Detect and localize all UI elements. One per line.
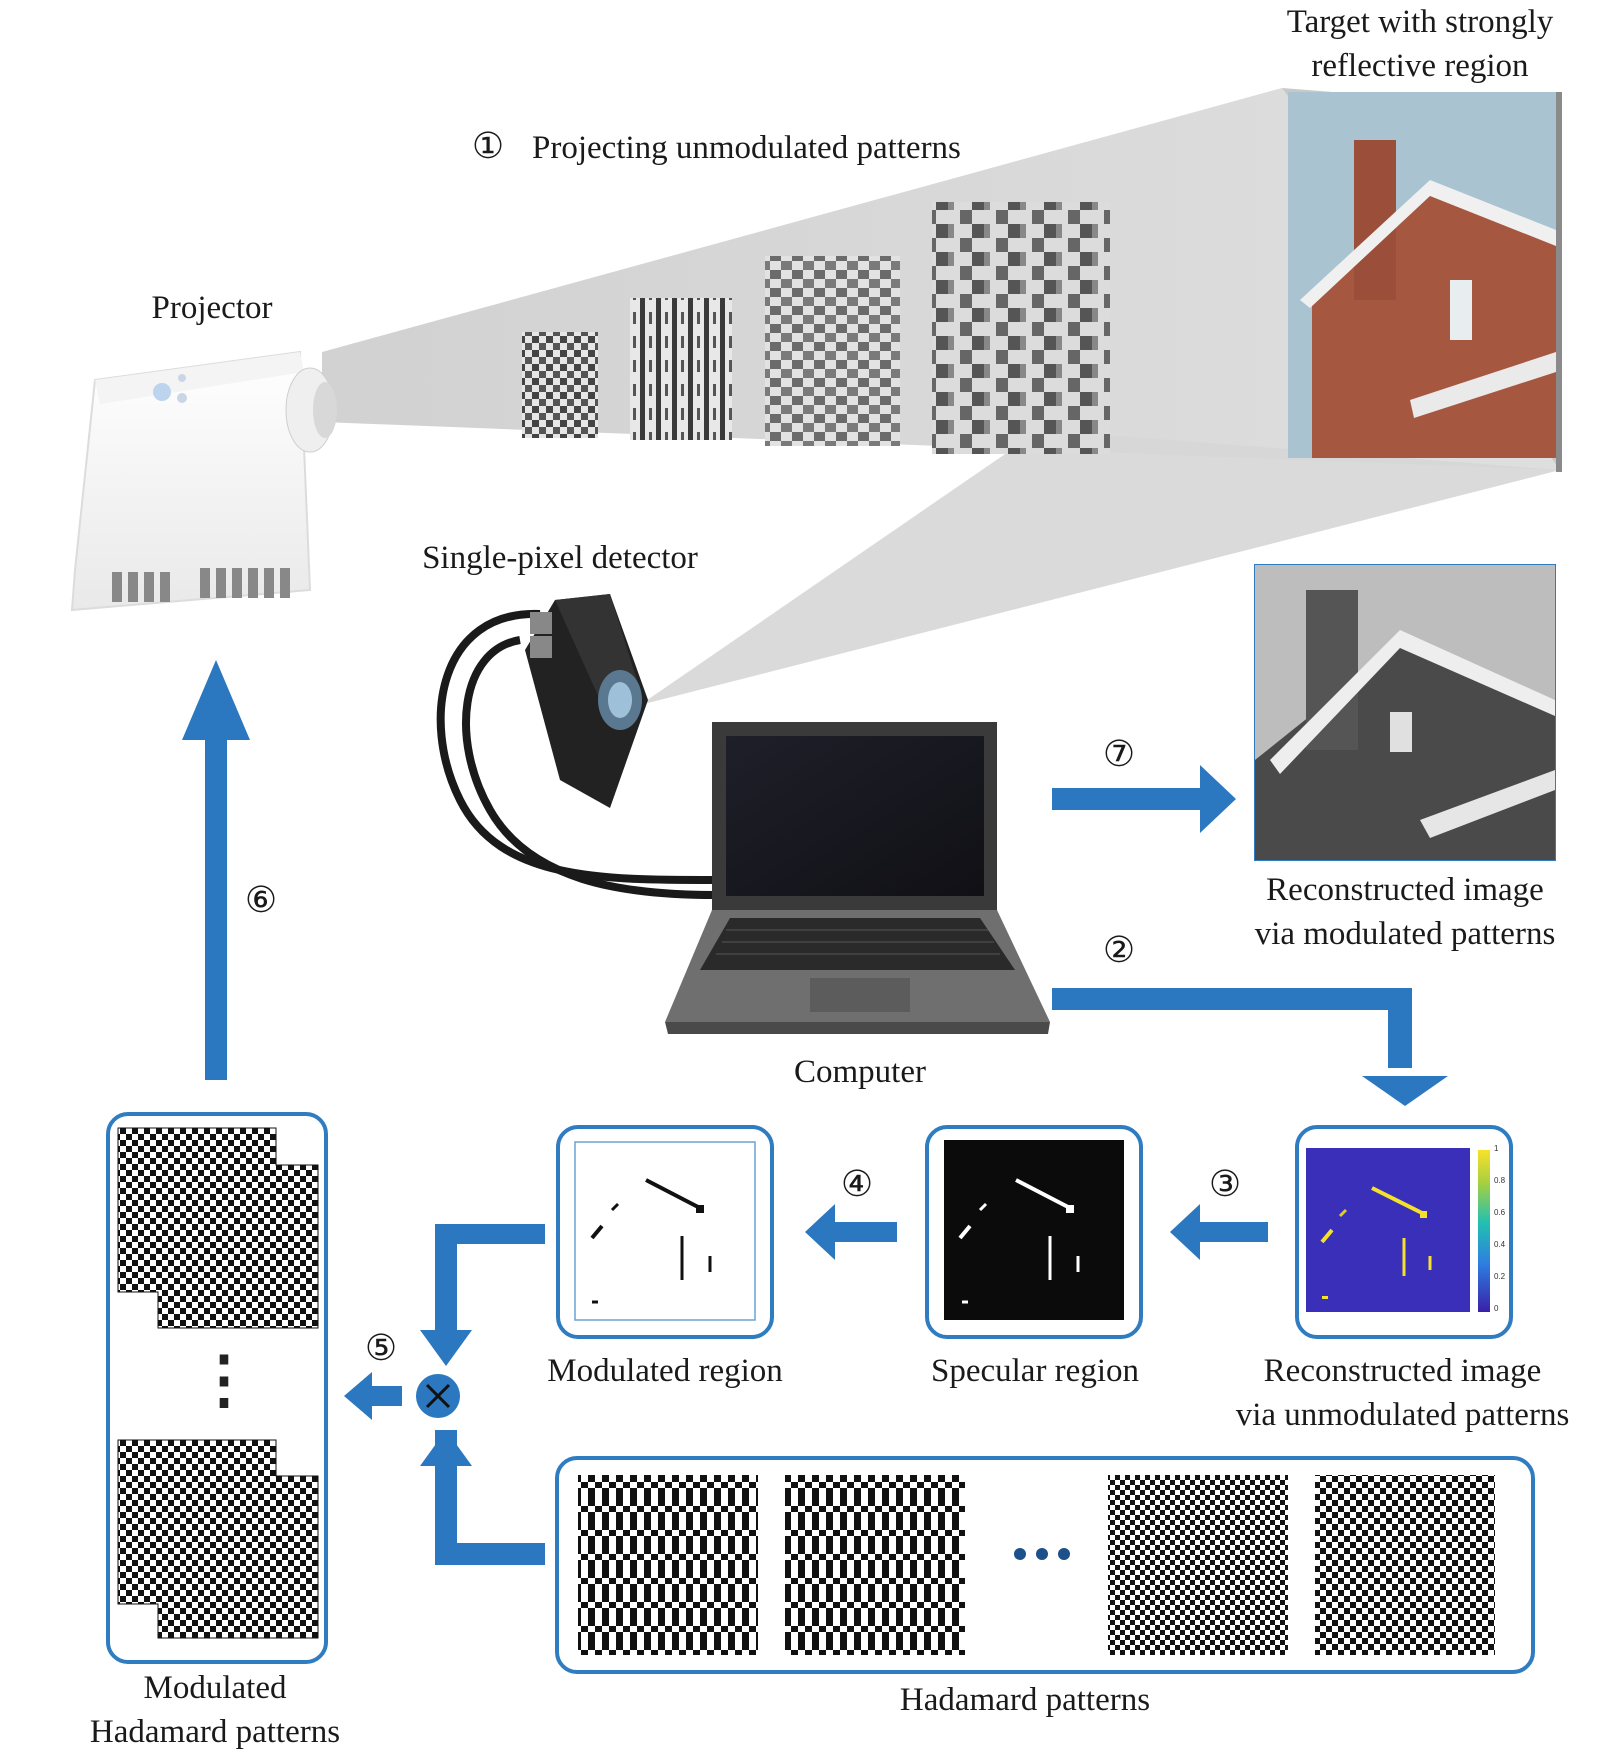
computer-label: Computer (794, 1054, 926, 1090)
projector-device (70, 350, 337, 612)
projected-patterns (522, 202, 1110, 454)
colorbar-tick: 0.6 (1494, 1208, 1506, 1217)
projected-pattern-3 (765, 256, 900, 446)
arrow-modulated-to-multiply (420, 1224, 545, 1366)
step-6-marker: ⑥ (244, 880, 278, 920)
arrow-step-3 (1170, 1204, 1268, 1260)
hadamard-patterns-frame (555, 1456, 1535, 1674)
step-4-marker: ④ (840, 1164, 874, 1204)
colorbar-tick: 0.8 (1494, 1176, 1506, 1185)
projector-label: Projector (151, 290, 273, 326)
arrow-step-5 (344, 1372, 402, 1420)
single-pixel-detector-device (436, 594, 716, 899)
step-3-marker: ③ (1208, 1164, 1242, 1204)
target-house-image (1288, 92, 1562, 472)
step-2-marker: ② (1102, 930, 1136, 970)
recon-modulated-label: Reconstructed image via modulated patter… (1254, 872, 1556, 952)
vertical-ellipsis: ⋮ (192, 1344, 256, 1415)
recon-unmodulated-label: Reconstructed image via unmodulated patt… (1235, 1353, 1570, 1433)
arrow-step-6 (182, 660, 250, 1080)
reconstructed-modulated-image (1254, 564, 1556, 861)
step-5-marker: ⑤ (364, 1328, 398, 1368)
projected-pattern-2 (630, 298, 732, 440)
detector-beam (640, 430, 1560, 705)
arrow-step-2 (1052, 988, 1448, 1106)
modulated-hadamard-label: Modulated Hadamard patterns (89, 1670, 341, 1750)
hadamard-label: Hadamard patterns (899, 1682, 1151, 1718)
detector-label: Single-pixel detector (422, 540, 698, 576)
laptop-computer (665, 722, 1050, 1034)
reconstructed-unmodulated-frame (1295, 1125, 1513, 1339)
modulated-region-label: Modulated region (547, 1353, 783, 1389)
step-1-marker: ① (471, 126, 505, 166)
colorbar-tick: 1 (1494, 1144, 1499, 1153)
arrow-step-4 (805, 1204, 897, 1260)
arrow-step-7 (1052, 765, 1236, 833)
target-label: Target with strongly reflective region (1286, 4, 1554, 84)
specular-label: Specular region (930, 1353, 1139, 1389)
colorbar-tick: 0 (1494, 1304, 1499, 1313)
colorbar-ticks: 1 0.8 0.6 0.4 0.2 0 (1494, 1144, 1514, 1316)
colorbar-tick: 0.4 (1494, 1240, 1506, 1249)
modulated-region-frame (556, 1125, 774, 1339)
specular-region-frame (925, 1125, 1143, 1339)
projected-pattern-4 (932, 202, 1110, 454)
projected-pattern-1 (522, 332, 598, 438)
step-7-marker: ⑦ (1102, 734, 1136, 774)
arrow-hadamard-to-multiply (420, 1430, 545, 1565)
colorbar-tick: 0.2 (1494, 1272, 1506, 1281)
projecting-label: Projecting unmodulated patterns (532, 130, 961, 166)
